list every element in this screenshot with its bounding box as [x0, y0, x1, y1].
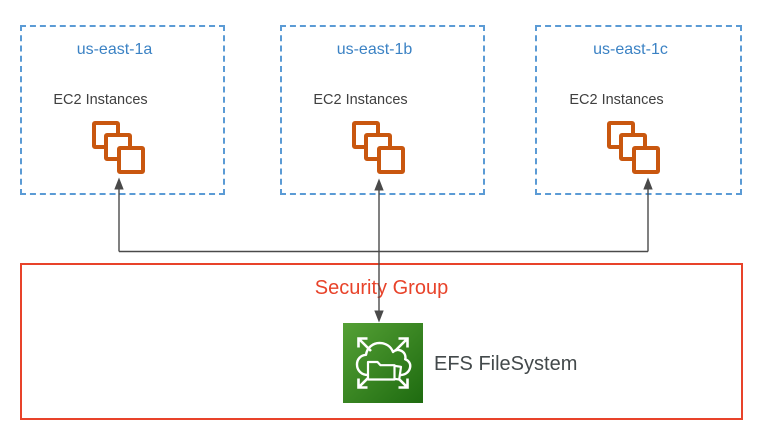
az-label: us-east-1a	[76, 41, 153, 58]
instance-square-icon	[117, 146, 145, 174]
security-group-label: Security Group	[314, 277, 449, 299]
folder-icon	[366, 360, 396, 381]
az-box-us-east-1c: us-east-1c EC2 Instances	[535, 25, 742, 195]
instance-square-icon	[632, 146, 660, 174]
az-label: us-east-1b	[336, 41, 413, 58]
cloud-icon	[355, 341, 412, 377]
efs-icon-background	[343, 323, 423, 403]
az-box-us-east-1a: us-east-1a EC2 Instances	[20, 25, 225, 195]
efs-filesystem-label: EFS FileSystem	[434, 353, 578, 375]
ec2-instances-label: EC2 Instances	[313, 92, 408, 108]
efs-cloud-folder-icon	[343, 323, 423, 403]
ec2-instances-icon	[92, 121, 148, 177]
ec2-instances-icon	[607, 121, 663, 177]
ec2-instances-label: EC2 Instances	[569, 92, 664, 108]
instance-square-icon	[377, 146, 405, 174]
az-box-us-east-1b: us-east-1b EC2 Instances	[280, 25, 485, 195]
efs-icon	[343, 323, 423, 403]
az-label: us-east-1c	[593, 41, 668, 58]
ec2-instances-label: EC2 Instances	[53, 92, 148, 108]
ec2-instances-icon	[352, 121, 408, 177]
